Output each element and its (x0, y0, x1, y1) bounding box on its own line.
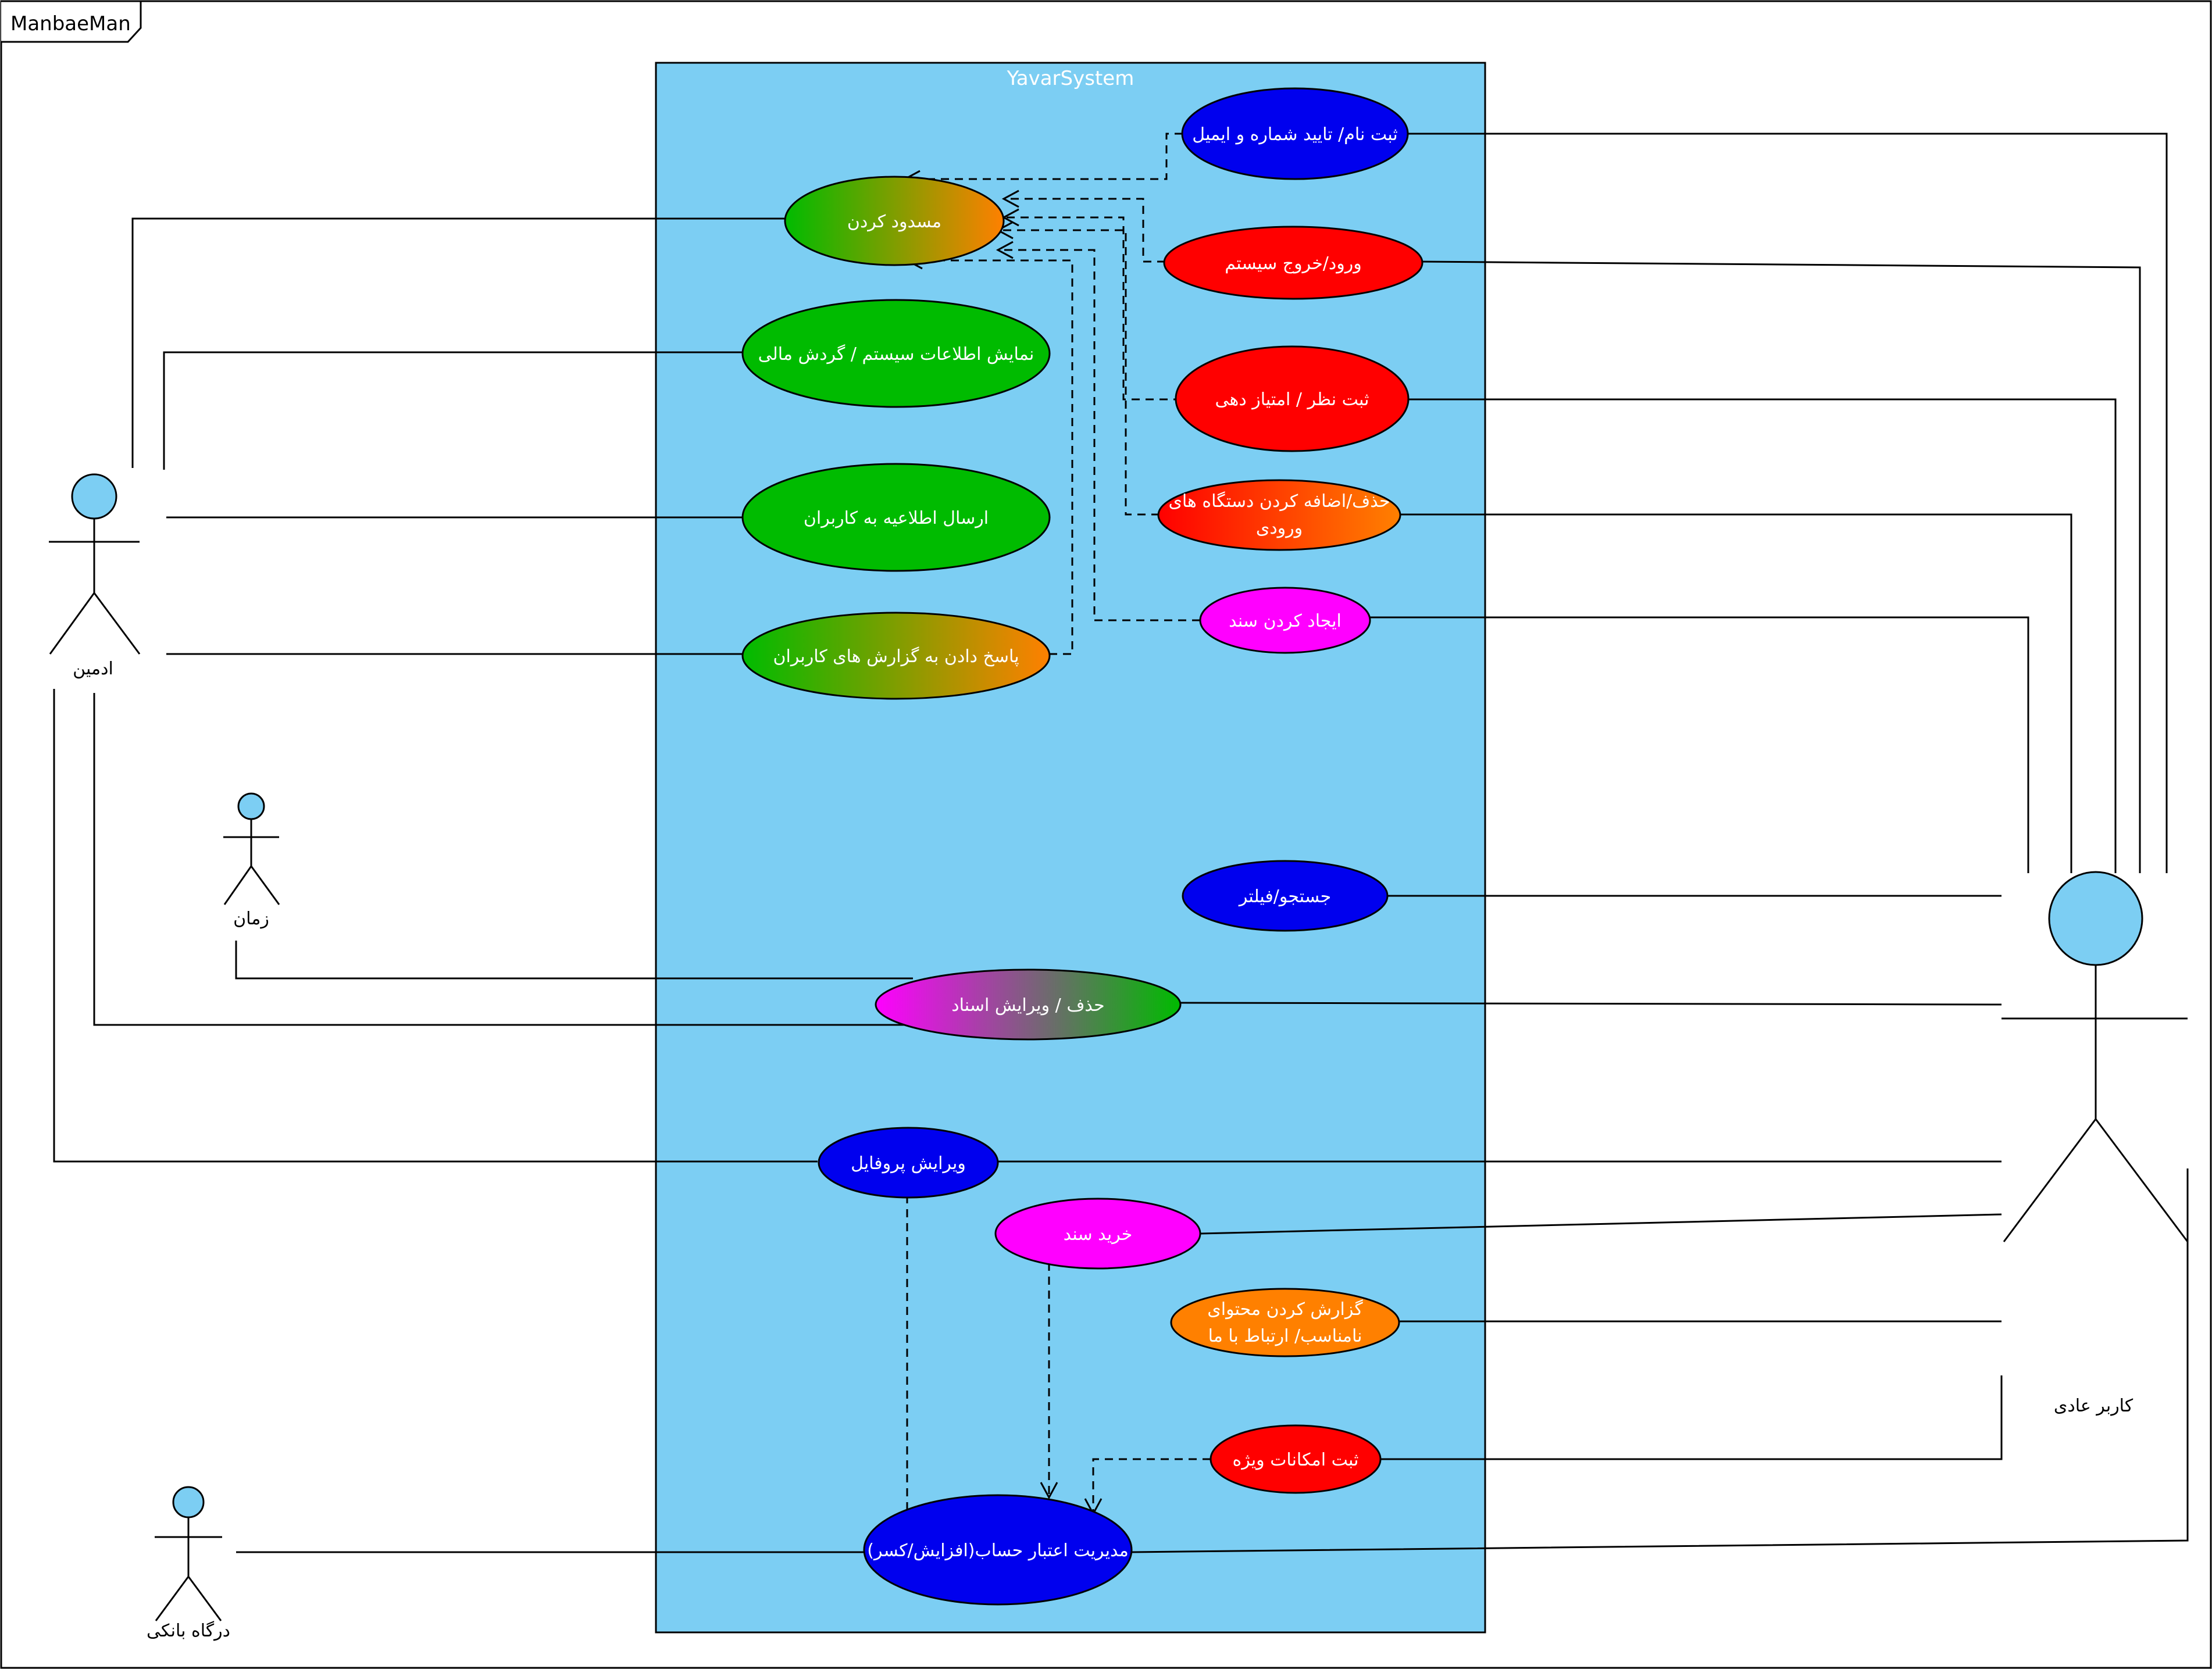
use-case-devices-label-2: ورودی (1256, 518, 1303, 538)
use-case-login[interactable]: ورود/خروج سیستم (1163, 226, 1423, 300)
use-case-create-doc-label: ایجاد کردن سند (1229, 611, 1342, 631)
use-case-announce-label: ارسال اطلاعیه به کاربران (804, 508, 989, 528)
actor-admin-head (71, 473, 117, 520)
use-case-premium[interactable]: ثبت امکانات ویژه (1210, 1424, 1382, 1494)
use-case-answer-reports[interactable]: پاسخ دادن به گزارش های کاربران (741, 612, 1051, 700)
use-case-credit-label: مدیریت اعتبار حساب(افزایش/کسر) (867, 1541, 1129, 1561)
frame-label: ManbaeMan (10, 12, 131, 35)
actor-time[interactable] (223, 792, 280, 905)
actor-user-label: کاربر عادی (2054, 1396, 2133, 1416)
actor-user-head (2048, 871, 2143, 966)
use-case-rate[interactable]: ثبت نظر / امتیاز دهی (1175, 345, 1410, 452)
use-case-login-label: ورود/خروج سیستم (1225, 253, 1361, 274)
actor-admin-label: ادمین (73, 659, 113, 679)
use-case-edit-profile[interactable]: ویرایش پروفایل (818, 1127, 999, 1199)
use-case-search[interactable]: جستجو/فیلتر (1182, 860, 1389, 932)
time-bank-associations (235, 941, 913, 1553)
actor-bank-head (172, 1486, 205, 1518)
use-case-edit-docs[interactable]: حذف / ویرایش اسناد (875, 968, 1182, 1041)
use-case-create-doc[interactable]: ایجاد کردن سند (1199, 587, 1371, 654)
use-case-buy-doc[interactable]: خرید سند (994, 1198, 1201, 1270)
use-case-report-label-2: نامناسب/ ارتباط با ما (1208, 1326, 1362, 1346)
system-boundary (655, 62, 1486, 1634)
actor-time-head (237, 792, 265, 820)
use-case-buy-doc-label: خرید سند (1064, 1224, 1133, 1245)
use-case-announce[interactable]: ارسال اطلاعیه به کاربران (741, 463, 1051, 572)
use-case-premium-label: ثبت امکانات ویژه (1233, 1450, 1359, 1470)
system-title: YavarSystem (1007, 67, 1134, 90)
actor-bank[interactable] (155, 1486, 222, 1621)
use-case-report[interactable]: گزارش کردن محتوای نامناسب/ ارتباط با ما (1170, 1288, 1400, 1357)
use-case-block[interactable]: مسدود کردن (784, 176, 1005, 266)
admin-associations (53, 217, 907, 1163)
use-case-register-label: ثبت نام/ تایید شماره و ایمیل (1192, 124, 1397, 145)
use-case-edit-profile-label: ویرایش پروفایل (851, 1153, 966, 1174)
use-case-edit-docs-label: حذف / ویرایش اسناد (951, 995, 1104, 1016)
use-case-show-info-label: نمایش اطلاعات سیستم / گردش مالی (758, 344, 1034, 364)
use-case-answer-reports-label: پاسخ دادن به گزارش های کاربران (773, 646, 1019, 667)
actor-bank-label: درگاه بانکی (147, 1621, 230, 1641)
actor-user[interactable] (2001, 871, 2189, 1242)
use-case-block-label: مسدود کردن (847, 212, 941, 232)
use-case-rate-label: ثبت نظر / امتیاز دهی (1215, 389, 1369, 410)
use-case-search-label: جستجو/فیلتر (1238, 887, 1331, 907)
use-case-report-label-1: گزارش کردن محتوای (1207, 1299, 1363, 1320)
actor-admin[interactable] (49, 473, 141, 655)
use-case-devices[interactable]: حذف/اضافه کردن دستگاه های ورودی (1157, 479, 1401, 551)
use-case-register[interactable]: ثبت نام/ تایید شماره و ایمیل (1181, 87, 1409, 180)
frame-label-tab (1, 0, 142, 43)
actor-time-label: زمان (233, 909, 269, 929)
user-associations (998, 133, 2189, 1553)
use-case-devices-label-1: حذف/اضافه کردن دستگاه های (1168, 491, 1390, 512)
use-case-show-info[interactable]: نمایش اطلاعات سیستم / گردش مالی (741, 299, 1051, 408)
dependency-lines (905, 133, 1211, 1514)
use-case-credit[interactable]: مدیریت اعتبار حساب(افزایش/کسر) (863, 1494, 1133, 1606)
